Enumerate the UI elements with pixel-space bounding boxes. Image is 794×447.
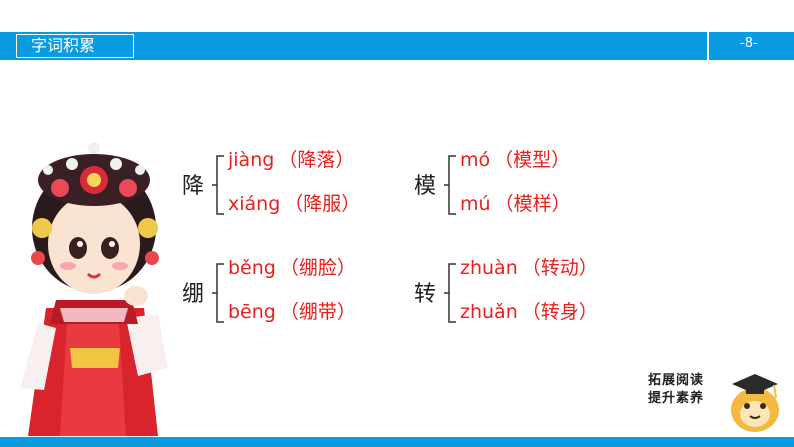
- pinyin: zhuǎn: [460, 301, 518, 323]
- mascot-graduate-icon: [731, 374, 779, 432]
- vocab-character: 绷: [182, 282, 205, 307]
- vocab-character: 模: [414, 174, 437, 199]
- example-word: （转身）: [521, 301, 598, 323]
- footer-bar: [0, 437, 794, 447]
- pinyin: jiàng: [228, 149, 275, 171]
- pinyin: bēng: [228, 301, 276, 323]
- pinyin: běng: [228, 257, 276, 279]
- brace-icon: [212, 263, 224, 323]
- brace-icon: [444, 155, 456, 215]
- vocab-character: 转: [414, 282, 437, 307]
- example-word: （转动）: [521, 257, 598, 279]
- pinyin: zhuàn: [460, 257, 518, 279]
- badge-line-1: 拓展阅读: [648, 373, 705, 388]
- reading-badge: 拓展阅读 提升素养: [648, 372, 720, 408]
- vocab-character: 降: [182, 174, 205, 199]
- reading-entry: bēng（绷带）: [228, 300, 356, 324]
- reading-entry: jiàng（降落）: [228, 148, 354, 172]
- reading-entry: xiáng（降服）: [228, 192, 360, 216]
- pinyin: mú: [460, 193, 491, 215]
- example-word: （绷带）: [279, 301, 356, 323]
- brace-icon: [212, 155, 224, 215]
- reading-entry: zhuàn（转动）: [460, 256, 598, 280]
- example-word: （模样）: [494, 193, 571, 215]
- reading-entry: zhuǎn（转身）: [460, 300, 598, 324]
- example-word: （模型）: [494, 149, 571, 171]
- page-number: -8-: [740, 36, 758, 51]
- reading-entry: běng（绷脸）: [228, 256, 356, 280]
- reading-entry: mó（模型）: [460, 148, 570, 172]
- example-word: （降落）: [278, 149, 355, 171]
- badge-line-2: 提升素养: [648, 391, 705, 406]
- reading-entry: mú（模样）: [460, 192, 571, 216]
- section-title: 字词积累: [16, 34, 134, 58]
- opera-girl-illustration: [20, 142, 168, 436]
- pinyin: xiáng: [228, 193, 281, 215]
- brace-icon: [444, 263, 456, 323]
- example-word: （绷脸）: [279, 257, 356, 279]
- header-divider: [707, 32, 709, 60]
- example-word: （降服）: [284, 193, 361, 215]
- pinyin: mó: [460, 149, 491, 171]
